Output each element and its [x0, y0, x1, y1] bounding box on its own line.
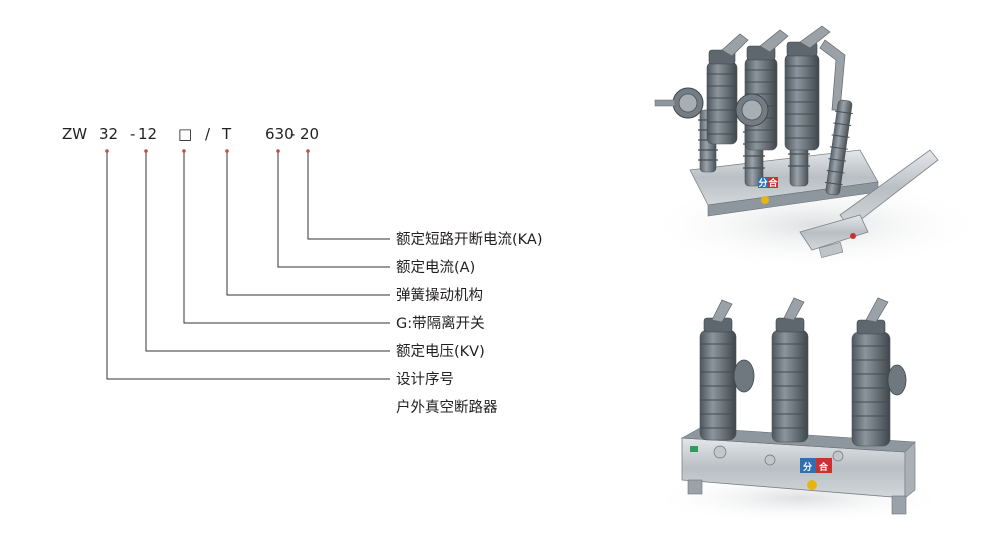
code-part-5: / [205, 125, 211, 143]
desc-outdoor-vacuum-breaker: 户外真空断路器 [396, 398, 498, 416]
code-part-7: 630 [265, 125, 294, 143]
top-close-label: 合 [769, 177, 779, 189]
marker-dot-3 [225, 149, 229, 153]
code-part-1: 32 [99, 125, 118, 143]
code-part-0: ZW [62, 125, 87, 143]
leader-line-4 [277, 151, 390, 268]
code-part-6: T [221, 125, 232, 143]
leader-line-3 [226, 151, 390, 296]
code-part-8: - [290, 125, 295, 143]
desc-rated-voltage: 额定电压(KV) [396, 343, 485, 360]
desc-design-number: 设计序号 [396, 371, 454, 388]
leader-line-1 [145, 151, 390, 352]
marker-dot-2 [182, 149, 186, 153]
bottom-close-label: 合 [819, 461, 829, 473]
code-part-2: - [130, 125, 135, 143]
desc-isolating-switch: G:带隔离开关 [396, 315, 485, 332]
product-image-with-isolator: 分 合 [645, 25, 985, 270]
product-image-standard: 分 合 [650, 297, 950, 524]
description-list: 额定短路开断电流(KA) 额定电流(A) 弹簧操动机构 G:带隔离开关 额定电压… [396, 231, 543, 416]
desc-rated-breaking-current: 额定短路开断电流(KA) [396, 231, 543, 248]
leader-line-5 [307, 151, 390, 240]
marker-dot-1 [144, 149, 148, 153]
marker-dot-0 [105, 149, 109, 153]
marker-dot-4 [276, 149, 280, 153]
leader-line-0 [106, 151, 390, 380]
code-part-4: □ [178, 125, 192, 143]
desc-spring-mechanism: 弹簧操动机构 [396, 287, 483, 304]
top-open-label: 分 [759, 177, 768, 189]
leader-line-2 [183, 151, 390, 324]
marker-dot-5 [306, 149, 310, 153]
code-part-9: 20 [300, 125, 319, 143]
leader-lines [105, 149, 390, 380]
bottom-open-label: 分 [803, 461, 812, 473]
desc-rated-current: 额定电流(A) [396, 259, 475, 276]
code-part-3: 12 [138, 125, 157, 143]
